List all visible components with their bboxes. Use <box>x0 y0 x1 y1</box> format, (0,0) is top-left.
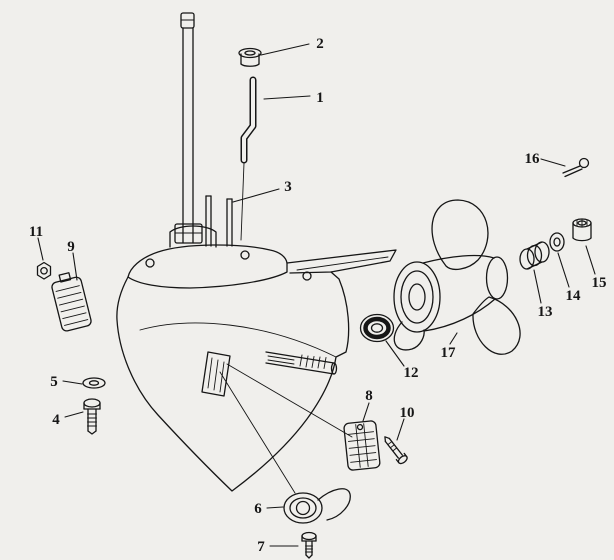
part-label-10: 10 <box>400 405 415 421</box>
leader-lines <box>37 43 596 547</box>
part-label-13: 13 <box>538 304 553 320</box>
driveshaft <box>180 12 233 247</box>
gearcase-housing <box>116 223 397 494</box>
washer-part-14 <box>549 232 565 252</box>
bushing-part-2 <box>238 47 262 67</box>
bolt-part-7 <box>301 531 317 559</box>
part-label-5: 5 <box>50 374 58 390</box>
part-label-3: 3 <box>284 179 292 195</box>
spacer-part-13 <box>519 241 550 270</box>
part-label-15: 15 <box>592 275 607 291</box>
cotter-pin-part-16 <box>562 157 590 178</box>
part-label-14: 14 <box>566 288 582 304</box>
anode-plate-part-8 <box>343 420 381 471</box>
nut-part-11 <box>36 261 52 280</box>
water-inlet-cover-part-6 <box>283 488 351 524</box>
part-label-8: 8 <box>365 388 373 404</box>
propeller-part-17 <box>393 199 521 355</box>
callout-labels: 1 2 3 4 5 6 7 8 9 10 11 12 13 14 15 16 1… <box>29 36 607 555</box>
part-label-6: 6 <box>254 501 262 517</box>
propeller-shaft <box>265 351 338 375</box>
part-label-1: 1 <box>316 90 324 106</box>
castle-nut-part-15 <box>572 218 592 242</box>
part-label-17: 17 <box>441 345 457 361</box>
washer-part-5 <box>82 377 106 389</box>
part-label-4: 4 <box>52 412 60 428</box>
screw-part-10 <box>384 436 408 465</box>
shift-rod-part-1 <box>240 76 257 241</box>
bolt-part-4 <box>83 398 101 435</box>
anode-plate-part-9 <box>51 272 92 332</box>
part-label-11: 11 <box>29 224 43 240</box>
part-label-9: 9 <box>67 239 75 255</box>
part-label-7: 7 <box>257 539 265 555</box>
part-label-16: 16 <box>525 151 541 167</box>
stud-part-3 <box>205 195 233 247</box>
seal-ring-part-12 <box>359 313 395 343</box>
part-label-12: 12 <box>404 365 419 381</box>
part-label-2: 2 <box>316 36 324 52</box>
